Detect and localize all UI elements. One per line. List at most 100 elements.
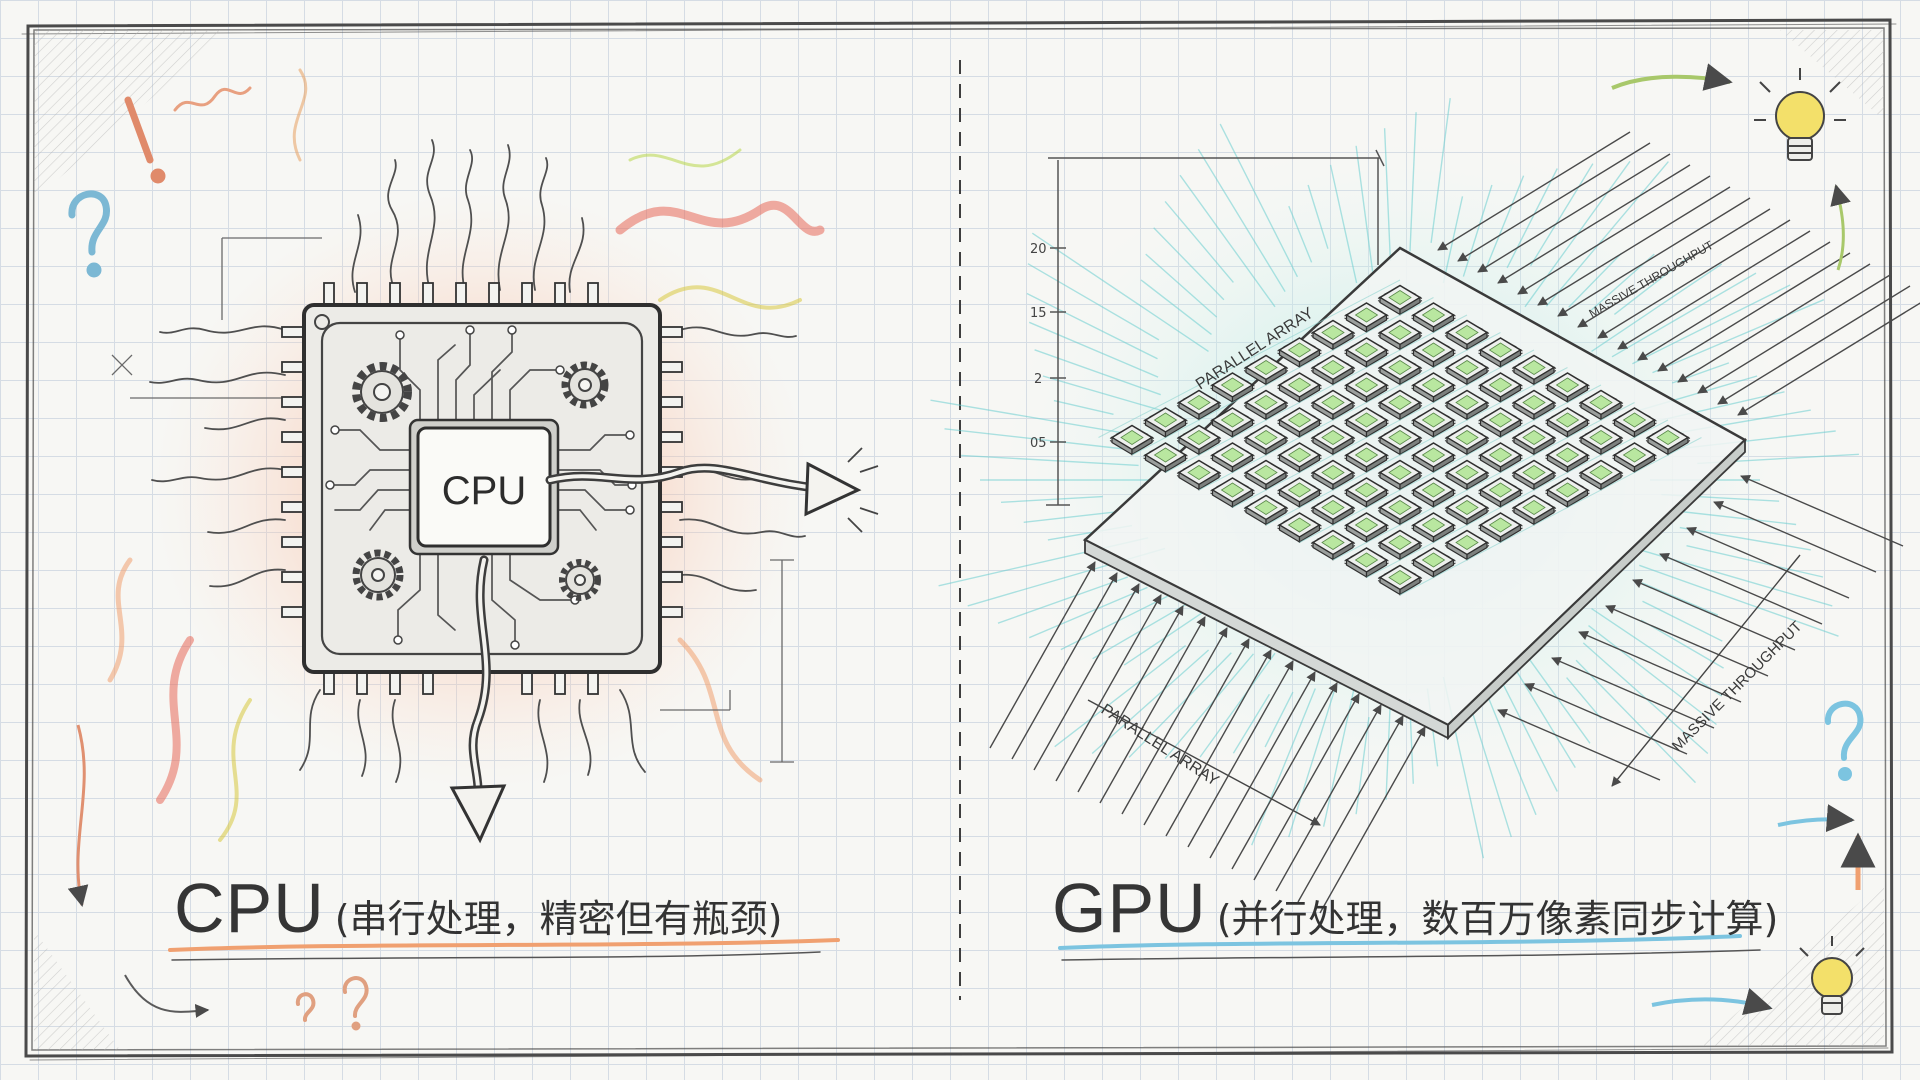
burst-line: [1641, 582, 1719, 616]
burst-line: [1566, 677, 1602, 720]
cpu-heat-lines: [149, 139, 806, 783]
gpu-core-chip: [1377, 459, 1423, 491]
gpu-core-chip: [1411, 512, 1456, 544]
cpu-caption-detail: (串行处理，精密但有瓶颈): [334, 897, 783, 941]
burst-line: [1023, 511, 1117, 523]
axis-tick-label: 20: [1030, 242, 1047, 257]
gpu-core-chip: [1411, 302, 1456, 334]
input-arrow: [1632, 579, 1796, 651]
axis-tick-label: 2: [1034, 372, 1042, 387]
gpu-panel: 20 15 2 05 PARALLEL ARRAY PARALLEL ARRAY…: [930, 98, 1920, 914]
gpu-core-chip: [1344, 477, 1389, 509]
burst-line: [1054, 645, 1187, 748]
lightbulb-icon: [1799, 936, 1865, 1015]
grid-trace: [1098, 279, 1401, 438]
burst-line: [1640, 619, 1724, 669]
grid-trace: [1131, 297, 1434, 456]
scribble-icon: [173, 86, 252, 112]
arrow-icon: [1777, 804, 1855, 833]
input-arrow: [1517, 175, 1711, 295]
burst-line: [944, 428, 1129, 451]
burst-line: [1027, 263, 1160, 341]
arrow-icon: [1651, 987, 1773, 1016]
input-arrow: [1319, 726, 1426, 914]
grid-trace: [1232, 349, 1535, 508]
gpu-core-chip: [1176, 389, 1222, 421]
gpu-core-chip: [1511, 389, 1557, 421]
gpu-core-chip: [1511, 424, 1557, 456]
input-arrow: [1099, 616, 1206, 804]
burst-line: [1000, 495, 1103, 503]
gpu-core-chip: [1210, 477, 1255, 509]
cpu-panel: CPU: [107, 68, 879, 844]
question-icon: [295, 976, 369, 1031]
gpu-core-chip: [1612, 407, 1657, 439]
input-arrow: [1577, 208, 1771, 328]
burst-line: [1484, 175, 1525, 272]
gpu-core-chip: [1310, 319, 1356, 351]
gpu-core-chip: [1411, 337, 1456, 369]
gpu-caption-detail: (并行处理，数百万像素同步计算): [1216, 897, 1779, 941]
gpu-core-chip: [1344, 442, 1389, 474]
gpu-core-chip: [1377, 319, 1423, 351]
burst-line: [1145, 253, 1218, 318]
burst-line: [1545, 161, 1669, 307]
input-arrow: [1617, 230, 1811, 350]
input-arrow: [1657, 252, 1851, 372]
cpu-construction-lines: [111, 237, 794, 763]
burst-line: [1487, 697, 1537, 816]
gpu-core-chip: [1277, 512, 1322, 544]
gpu-caption: GPU (并行处理，数百万像素同步计算): [1052, 868, 1778, 948]
gpu-core-chip: [1377, 354, 1423, 386]
burst-line: [1671, 509, 1797, 526]
gpu-core-chip: [1377, 424, 1423, 456]
burst-line: [1355, 145, 1374, 272]
burst-line: [1652, 299, 1825, 374]
outer-frame: [21, 18, 1897, 1061]
burst-line: [930, 399, 1121, 434]
arrow-icon: [804, 461, 862, 517]
gpu-core-chip: [1277, 337, 1322, 369]
input-arrow: [1033, 583, 1140, 771]
burst-line: [1232, 693, 1270, 754]
cpu-caption-title: CPU: [174, 869, 325, 947]
input-arrow: [1713, 501, 1877, 573]
burst-line: [1091, 649, 1210, 755]
gpu-core-chip: [1645, 424, 1691, 456]
burst-line: [1164, 653, 1255, 760]
gpu-core-chip: [1377, 564, 1423, 596]
input-arrow: [1121, 627, 1228, 815]
axis-tick-label: 05: [1030, 436, 1047, 451]
burst-line: [1575, 659, 1697, 784]
input-arrow: [1497, 709, 1661, 781]
gpu-caption-title: GPU: [1052, 869, 1207, 947]
cpu-circuit-traces: [329, 329, 633, 646]
input-arrow: [1557, 197, 1751, 317]
gpu-core-chip: [1243, 389, 1289, 421]
burst-line: [1199, 652, 1276, 758]
gpu-core-chip: [1310, 494, 1356, 526]
gpu-core-chip: [1444, 529, 1490, 561]
burst-line: [1264, 691, 1294, 748]
input-arrow: [1457, 142, 1651, 262]
gpu-core-chip: [1377, 494, 1423, 526]
burst-line: [961, 454, 1139, 467]
burst-line: [1140, 279, 1212, 335]
burst-line: [997, 576, 1129, 624]
gpu-core-chip: [1344, 407, 1389, 439]
input-arrow: [989, 561, 1096, 749]
input-arrow: [1686, 527, 1850, 599]
input-arrow: [1165, 649, 1272, 837]
input-arrow: [1524, 683, 1688, 755]
gpu-core-chip: [1545, 372, 1590, 404]
input-arrow: [1717, 285, 1911, 405]
input-arrow: [1537, 186, 1731, 306]
gpu-core-chip: [1545, 477, 1590, 509]
input-arrow: [1437, 131, 1631, 251]
gpu-core-chip: [1277, 442, 1322, 474]
grid-trace: [1265, 367, 1568, 526]
gpu-core-chip: [1277, 477, 1322, 509]
burst-line: [1028, 321, 1159, 378]
cpu-chip-label: CPU: [442, 469, 526, 513]
question-icon: [68, 190, 110, 278]
